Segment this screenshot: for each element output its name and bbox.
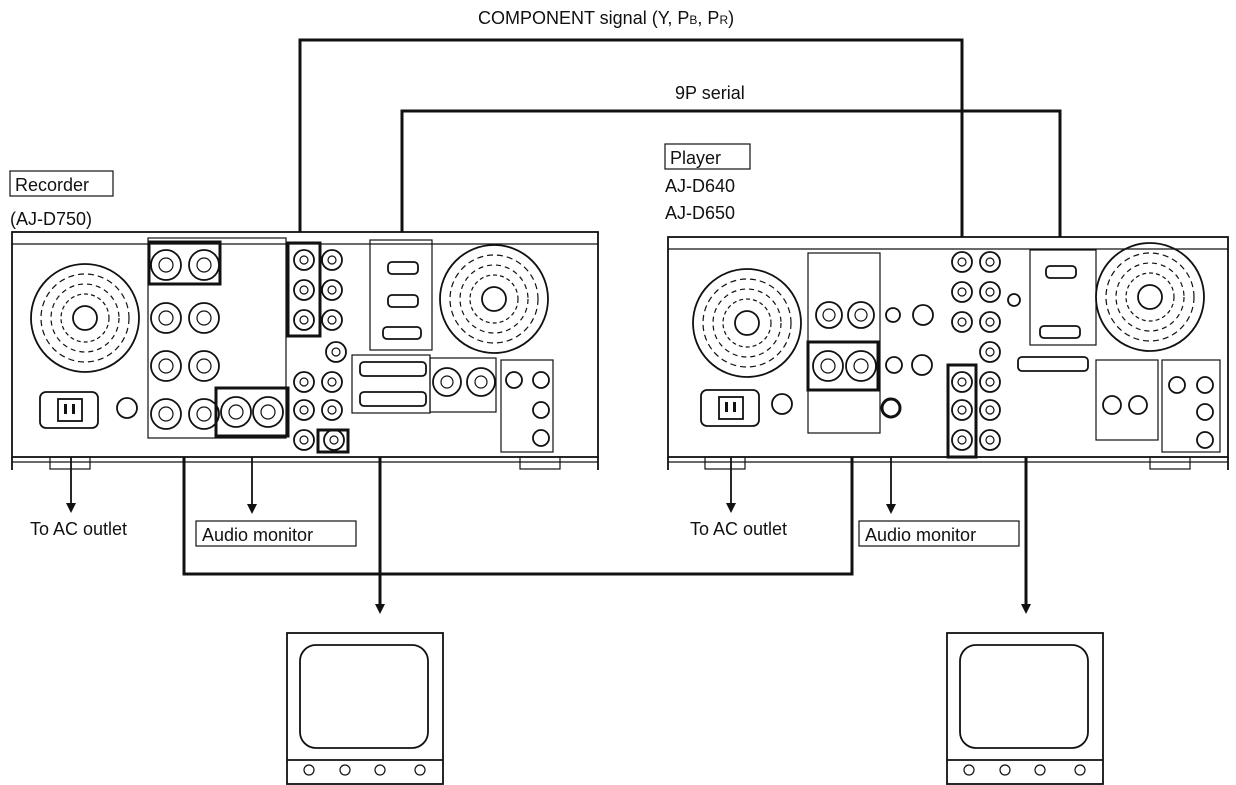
recorder-audio-monitor-label: Audio monitor	[202, 525, 313, 545]
player-ac-arrow	[726, 503, 736, 513]
player-audio-arrow	[886, 504, 896, 514]
player-model-1-label: AJ-D640	[665, 176, 735, 196]
player-ac-label: To AC outlet	[690, 519, 787, 539]
video-monitor-icon	[287, 633, 443, 784]
component-signal-label: COMPONENT signal (Y, PB, PR)	[478, 8, 734, 28]
player-model-2-label: AJ-D650	[665, 203, 735, 223]
serial-label: 9P serial	[675, 83, 745, 103]
player-label: Player	[670, 148, 721, 168]
recorder-model-label: (AJ-D750)	[10, 209, 92, 229]
player-audio-monitor-label: Audio monitor	[865, 525, 976, 545]
recorder-monitor-cable	[340, 440, 380, 608]
player-unit	[668, 237, 1228, 470]
player-monitor-arrow	[1021, 604, 1031, 614]
recorder-audio-arrow	[247, 504, 257, 514]
recorder-label: Recorder	[15, 175, 89, 195]
component-cable	[300, 40, 962, 258]
video-monitor-icon	[947, 633, 1103, 784]
player-monitor-cable	[998, 440, 1026, 608]
recorder-ac-arrow	[66, 503, 76, 513]
recorder-unit	[12, 232, 598, 470]
recorder-monitor-arrow	[375, 604, 385, 614]
recorder-ac-label: To AC outlet	[30, 519, 127, 539]
